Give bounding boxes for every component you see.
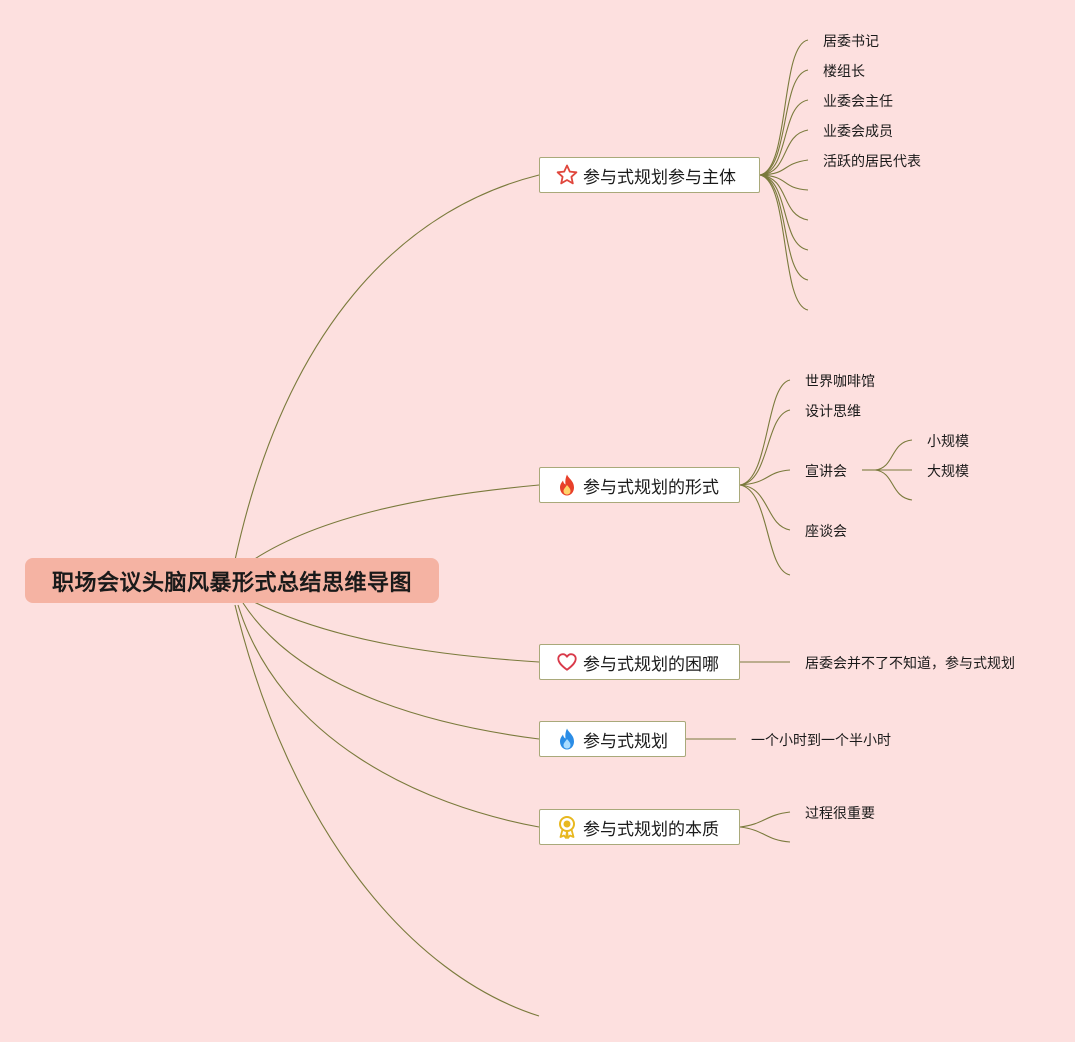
- medal-icon: [554, 814, 580, 840]
- connector-group-essence: [739, 811, 791, 843]
- leaf-forms-3[interactable]: 宣讲会: [805, 464, 847, 480]
- leaf-planning-1[interactable]: 一个小时到一个半小时: [751, 733, 891, 749]
- branch-essence-label: 参与式规划的本质: [583, 819, 719, 840]
- connector-root-subjects: [234, 174, 540, 561]
- star-outline-icon: [554, 162, 580, 188]
- connector-group-xuanjiang: [862, 439, 913, 501]
- leaf-subjects-1[interactable]: 居委书记: [823, 34, 879, 50]
- branch-subjects[interactable]: 参与式规划参与主体: [539, 157, 760, 193]
- root-topic[interactable]: 职场会议头脑风暴形式总结思维导图: [25, 558, 439, 603]
- leaf-xuanjiang-2[interactable]: 大规模: [927, 464, 969, 480]
- branch-subjects-label: 参与式规划参与主体: [583, 167, 736, 188]
- branch-planning-label: 参与式规划: [583, 731, 668, 752]
- branch-essence[interactable]: 参与式规划的本质: [539, 809, 740, 845]
- branch-planning[interactable]: 参与式规划: [539, 721, 686, 757]
- root-topic-label: 职场会议头脑风暴形式总结思维导图: [51, 570, 412, 596]
- leaf-forms-2[interactable]: 设计思维: [805, 404, 861, 420]
- leaf-forms-1[interactable]: 世界咖啡馆: [805, 374, 875, 390]
- connector-root-empty: [234, 604, 540, 1017]
- connector-root-planning: [242, 602, 540, 740]
- leaf-forms-4[interactable]: 座谈会: [805, 524, 847, 540]
- branch-forms-label: 参与式规划的形式: [583, 477, 719, 498]
- heart-outline-icon: [554, 649, 580, 675]
- connector-root-difficulty: [249, 599, 540, 663]
- leaf-subjects-2[interactable]: 楼组长: [823, 64, 865, 80]
- branch-forms[interactable]: 参与式规划的形式: [539, 467, 740, 503]
- connector-root-forms: [249, 484, 540, 563]
- leaf-xuanjiang-1[interactable]: 小规模: [927, 434, 969, 450]
- connector-group-subjects: [759, 39, 809, 311]
- blue-flame-icon: [554, 726, 580, 752]
- leaf-subjects-4[interactable]: 业委会成员: [823, 124, 893, 140]
- fire-icon: [554, 472, 580, 498]
- branch-difficulty-label: 参与式规划的困哪: [583, 654, 719, 675]
- connector-group-forms: [739, 379, 791, 576]
- branch-difficulty[interactable]: 参与式规划的困哪: [539, 644, 740, 680]
- leaf-subjects-5[interactable]: 活跃的居民代表: [823, 154, 921, 170]
- leaf-subjects-3[interactable]: 业委会主任: [823, 94, 893, 110]
- leaf-difficulty-1[interactable]: 居委会并不了不知道，参与式规划: [805, 656, 1015, 672]
- connector-root-essence: [237, 604, 540, 828]
- leaf-essence-1[interactable]: 过程很重要: [805, 806, 875, 822]
